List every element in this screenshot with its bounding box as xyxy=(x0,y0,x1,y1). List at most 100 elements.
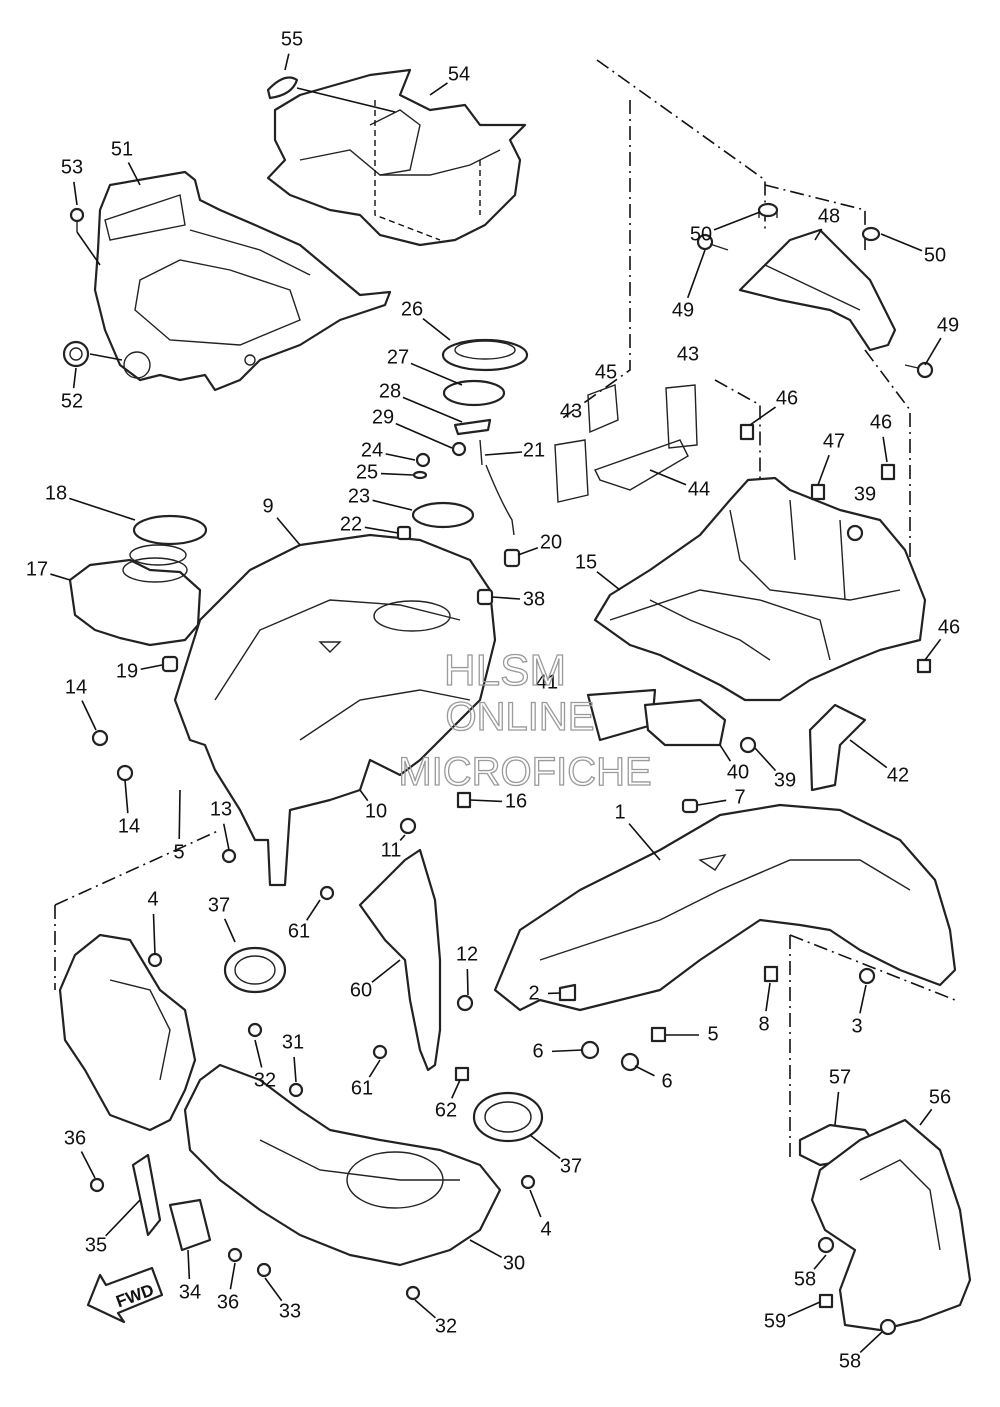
callout-11: 11 xyxy=(381,839,402,861)
callout-36: 36 xyxy=(217,1291,239,1313)
part-8-clip xyxy=(763,965,779,983)
leader-line-5 xyxy=(178,789,181,840)
callout-36: 36 xyxy=(64,1127,86,1149)
leader-line-28 xyxy=(402,396,463,423)
part-14-screw-a xyxy=(91,729,109,747)
callout-56: 56 xyxy=(929,1086,951,1108)
leader-line-50 xyxy=(880,233,923,252)
leader-line-13 xyxy=(222,823,230,851)
callout-45: 45 xyxy=(595,361,617,383)
part-7-grommet xyxy=(681,798,699,814)
leader-line-31 xyxy=(293,1056,297,1083)
callout-46: 46 xyxy=(776,387,798,409)
callout-35: 35 xyxy=(85,1234,107,1256)
leader-line-55 xyxy=(284,53,290,71)
leader-line-6 xyxy=(551,1049,583,1053)
part-17-tank xyxy=(68,544,202,647)
callout-22: 22 xyxy=(340,513,362,535)
part-41-plate xyxy=(586,688,657,742)
callout-26: 26 xyxy=(401,298,423,320)
callout-5: 5 xyxy=(707,1023,718,1045)
leader-line-34 xyxy=(187,1249,191,1280)
part-56-mudguard xyxy=(810,1118,972,1332)
callout-43: 43 xyxy=(677,343,699,365)
callout-58: 58 xyxy=(794,1268,816,1290)
callout-27: 27 xyxy=(387,346,409,368)
callout-24: 24 xyxy=(361,439,383,461)
leader-line-20 xyxy=(517,547,539,556)
leader-line-15 xyxy=(596,571,621,591)
callout-5: 5 xyxy=(173,841,184,863)
part-58-screw-b xyxy=(879,1318,897,1336)
leader-line-8 xyxy=(765,982,771,1012)
part-61-screw-lower xyxy=(372,1044,388,1060)
callout-54: 54 xyxy=(448,63,470,85)
part-42-plate xyxy=(808,703,867,792)
leader-line-50 xyxy=(713,211,761,231)
part-47-clip xyxy=(810,483,826,501)
callout-9: 9 xyxy=(262,495,273,517)
leader-line-60 xyxy=(371,959,401,983)
watermark-line-2: ONLINE xyxy=(446,695,595,739)
leader-line-36 xyxy=(80,1151,96,1179)
callout-38: 38 xyxy=(523,588,545,610)
part-6-screw-b xyxy=(620,1052,640,1072)
leader-line-37 xyxy=(529,1134,561,1160)
callout-19: 19 xyxy=(116,660,138,682)
part-12-screw xyxy=(456,994,474,1012)
leader-line-49 xyxy=(686,249,706,299)
leader-line-29 xyxy=(395,422,453,449)
callout-2: 2 xyxy=(528,982,539,1004)
leader-line-33 xyxy=(264,1277,283,1302)
leader-line-7 xyxy=(697,799,727,806)
callout-4: 4 xyxy=(147,888,158,910)
callout-42: 42 xyxy=(887,764,909,786)
callout-61: 61 xyxy=(351,1077,373,1099)
leader-line-11 xyxy=(399,834,406,841)
callout-48: 48 xyxy=(818,205,840,227)
part-58-screw-a xyxy=(817,1236,835,1254)
part-19-grommet xyxy=(161,655,179,673)
leader-line-32 xyxy=(414,1299,436,1319)
leader-line-57 xyxy=(834,1091,840,1126)
part-14-screw-b xyxy=(116,764,134,782)
callout-32: 32 xyxy=(254,1069,276,1091)
part-55-cap xyxy=(266,76,299,100)
part-35-mesh xyxy=(131,1153,162,1237)
leader-line-1 xyxy=(628,823,661,861)
callout-3: 3 xyxy=(851,1015,862,1037)
callout-25: 25 xyxy=(356,461,378,483)
callout-40: 40 xyxy=(727,761,749,783)
callout-4: 4 xyxy=(540,1218,551,1240)
part-3-screw xyxy=(858,967,876,985)
part-54-top-cover xyxy=(266,68,527,247)
callout-52: 52 xyxy=(61,390,83,412)
part-11-screw xyxy=(399,817,417,835)
callout-53: 53 xyxy=(61,156,83,178)
part-46-clip-b xyxy=(880,463,896,481)
part-50-grommet-left xyxy=(757,202,779,218)
leader-line-51 xyxy=(127,162,141,186)
callout-61: 61 xyxy=(288,920,310,942)
leader-line-10 xyxy=(359,789,369,802)
leader-line-52 xyxy=(72,367,77,389)
leader-line-16 xyxy=(469,799,503,803)
part-62-clip xyxy=(454,1066,470,1082)
part-46-clip-a xyxy=(739,423,755,441)
leader-line-9 xyxy=(276,517,301,546)
callout-34: 34 xyxy=(179,1281,201,1303)
part-52-grommet xyxy=(62,340,90,368)
leader-line-37 xyxy=(223,918,236,943)
leader-line-12 xyxy=(466,968,469,996)
part-39-bolt-lower xyxy=(739,736,757,754)
part-9-front-fender xyxy=(173,533,497,887)
callout-labels: 5554535152262728292145434344504850494946… xyxy=(26,28,960,1372)
part-1-rear-fender xyxy=(493,803,957,1012)
callout-14: 14 xyxy=(65,676,87,698)
leader-line-32 xyxy=(254,1039,263,1068)
leader-line-44 xyxy=(649,469,687,486)
part-51-front-cover xyxy=(93,170,392,392)
callout-12: 12 xyxy=(456,943,478,965)
part-26-fuel-cap xyxy=(441,338,529,372)
